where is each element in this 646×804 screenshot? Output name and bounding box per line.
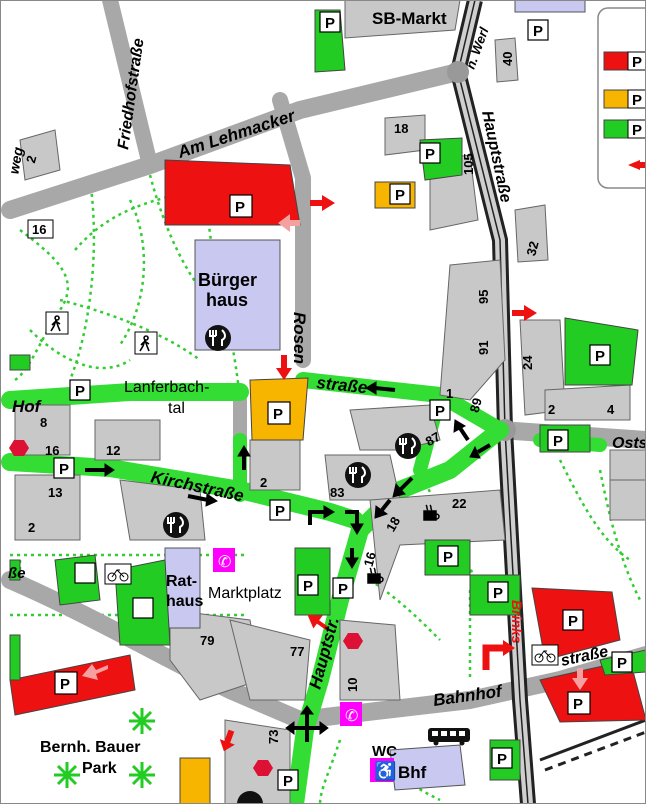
house-number: 12	[106, 443, 120, 458]
parking-p: P	[533, 23, 543, 40]
place-names: SB-Markt Bürger haus Lanferbach- tal Rat…	[40, 9, 447, 782]
svg-text:✆: ✆	[218, 554, 231, 571]
label-rathaus-2: haus	[166, 593, 203, 610]
house-number: 2	[23, 154, 39, 165]
house-number: 87	[423, 429, 443, 449]
junction-north	[447, 61, 469, 83]
house-number: 24	[520, 355, 535, 370]
parking-p: P	[275, 503, 285, 520]
legend-p-green: P	[632, 122, 642, 139]
legend-arrow-icon	[628, 160, 646, 170]
label-buergerhaus-1: Bürger	[198, 270, 257, 290]
parking-guide-arrows	[82, 195, 588, 752]
label-bhf: Bhf	[398, 763, 427, 782]
restaurant-icons	[163, 325, 421, 804]
street-hof: Hof	[12, 397, 43, 416]
park-tree-icons	[54, 708, 155, 788]
house-number: 16	[45, 443, 59, 458]
parking-p: P	[59, 461, 69, 478]
house-number: 77	[290, 644, 304, 659]
parking-p: P	[443, 549, 453, 566]
house-number: 18	[383, 514, 403, 534]
parking-sign-labels: P P P P P P P P P P P P P P P P P P P P …	[59, 15, 627, 790]
house-number: 18	[394, 121, 408, 136]
house-number: 2	[548, 402, 555, 417]
street-weg-left: weg	[5, 145, 26, 175]
bus-icon	[428, 728, 470, 746]
cafe-icons	[367, 504, 440, 584]
house-number: 13	[48, 485, 62, 500]
label-wc: WC	[372, 743, 397, 760]
parking-p: P	[493, 585, 503, 602]
bicycle-icons	[104, 563, 559, 666]
svg-text:✆: ✆	[345, 708, 358, 725]
parking-p: P	[553, 433, 563, 450]
house-numbers: 2 16 18 105 40 32 95 91 89 1 24 2 4 87 8…	[23, 52, 615, 744]
parking-p: P	[283, 773, 293, 790]
label-sb-markt: SB-Markt	[372, 9, 447, 28]
house-number: 83	[330, 485, 344, 500]
label-park-1: Bernh. Bauer	[40, 739, 140, 756]
house-number: 1	[446, 386, 453, 401]
parking-p: P	[325, 15, 335, 32]
house-number: 8	[40, 415, 47, 430]
svg-text:♿: ♿	[374, 760, 396, 781]
parking-p: P	[568, 613, 578, 630]
house-number: 4	[607, 402, 615, 417]
pharmacy-icons	[9, 440, 363, 776]
house-number: 73	[266, 730, 281, 744]
pedestrian-icons	[45, 311, 158, 355]
legend-p-red: P	[632, 54, 642, 71]
parking-p: P	[595, 348, 605, 365]
house-number: 32	[523, 239, 541, 257]
parking-p: P	[435, 403, 445, 420]
label-lanferbachtal-1: Lanferbach-	[124, 379, 209, 396]
parking-p: P	[395, 187, 405, 204]
house-number: 105	[461, 153, 476, 175]
house-number: 16	[361, 550, 379, 568]
parking-p: P	[235, 199, 245, 216]
house-number: 95	[476, 290, 491, 304]
wheelchair-icon: ♿	[370, 758, 396, 782]
label-lanferbachtal-2: tal	[168, 400, 185, 417]
house-number: 2	[260, 475, 267, 490]
parking-signs[interactable]	[53, 11, 633, 791]
phone-icons: ✆ ✆	[213, 548, 362, 726]
parking-p: P	[573, 696, 583, 713]
label-buergerhaus-2: haus	[206, 290, 248, 310]
parking-p: P	[617, 655, 627, 672]
label-park-2: Park	[82, 760, 117, 777]
legend-p-orange: P	[632, 92, 642, 109]
street-sse-left: ße	[8, 565, 26, 582]
street-rosenstrasse-a: Rosen	[290, 312, 309, 364]
parking-p: P	[75, 383, 85, 400]
public-buildings	[164, 0, 586, 791]
street-oststrasse: Osts	[612, 435, 646, 452]
parking-p: P	[60, 676, 70, 693]
legend: P P P	[597, 7, 646, 189]
parking-p: P	[497, 751, 507, 768]
street-brinkstrasse: Brinks	[509, 600, 525, 644]
parking-p: P	[338, 581, 348, 598]
house-number: 2	[28, 520, 35, 535]
parking-p: P	[425, 146, 435, 163]
house-number: 22	[452, 496, 466, 511]
parking-p: P	[273, 406, 283, 423]
route-arrows	[85, 381, 492, 742]
house-number: 79	[200, 633, 214, 648]
label-rathaus-1: Rat-	[166, 573, 197, 590]
buergerhaus-building	[194, 239, 281, 351]
label-marktplatz: Marktplatz	[208, 585, 282, 602]
parking-p: P	[303, 578, 313, 595]
house-number: 40	[500, 52, 515, 66]
house-number: 10	[345, 678, 360, 692]
house-number: 89	[467, 396, 485, 414]
house-number: 91	[476, 341, 491, 355]
house-number: 16	[32, 222, 46, 237]
